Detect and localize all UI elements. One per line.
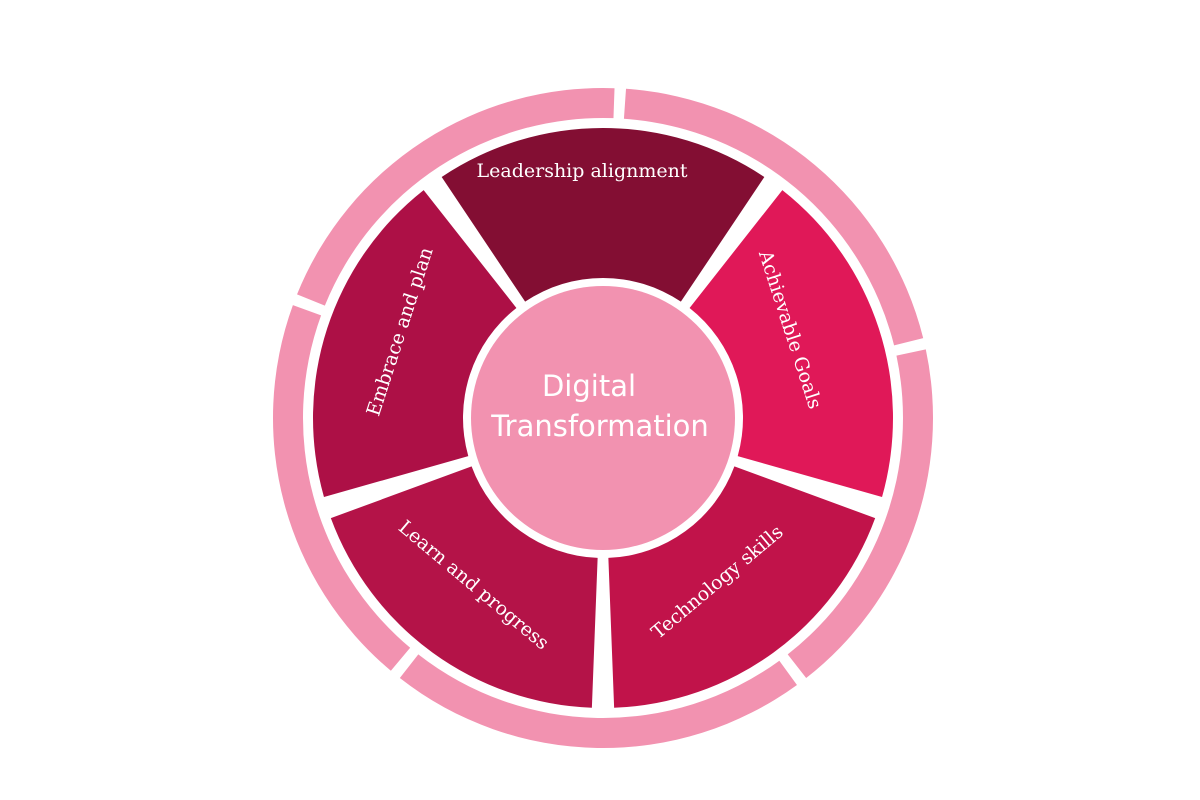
outer-ring <box>272 87 934 749</box>
outer-ring-arc-left <box>272 305 411 671</box>
segment-achievable-goals <box>689 190 893 497</box>
segment-label-leadership-alignment: Leadership alignment <box>477 160 688 182</box>
segment-embrace-and-plan <box>313 190 517 497</box>
center-title-line2: Transformation <box>490 409 709 443</box>
segment-ring <box>313 127 893 708</box>
segment-technology-skills <box>608 466 876 708</box>
outer-ring-arc-top <box>623 88 924 346</box>
segment-learn-and-progress <box>330 466 598 708</box>
outer-ring-arc-right <box>787 349 934 679</box>
center-hub: Digital Transformation <box>471 286 735 550</box>
center-title-line1: Digital <box>542 369 636 403</box>
outer-ring-arc-upper-left <box>297 87 615 306</box>
center-circle <box>471 286 735 550</box>
outer-ring-arc-bottom <box>399 654 797 749</box>
segment-leadership-alignment <box>441 127 765 302</box>
